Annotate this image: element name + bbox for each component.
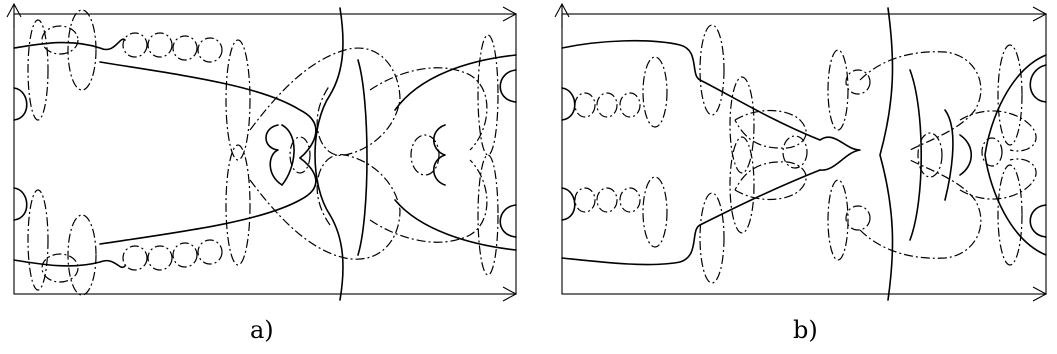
panel-a-strand <box>394 199 517 251</box>
panel-b-left-arc-bottom <box>561 187 576 221</box>
panel-a-top-arrow <box>14 6 518 22</box>
panel-b-loop <box>734 161 807 201</box>
panel-a-loop <box>147 32 173 58</box>
panel-a-strand <box>99 157 317 245</box>
panel-a-loop <box>27 189 49 291</box>
panel-a-loop <box>27 19 49 121</box>
panel-a-solid-curves <box>13 7 517 301</box>
panel-b-loop <box>859 51 982 151</box>
panel-a-loop <box>477 154 499 276</box>
panel-a-loop <box>249 47 401 156</box>
panel-b-top-arrow <box>562 6 1048 22</box>
panel-a-loop <box>410 134 440 176</box>
panel-b-loop <box>917 132 943 178</box>
panel-b-loop <box>981 137 1003 167</box>
panel-b-loop <box>827 179 849 261</box>
panel-a-ribbon <box>432 124 446 186</box>
panel-b-ribbon <box>959 134 973 176</box>
panel-a-loop <box>249 154 401 260</box>
panel-a-dashed-curves <box>27 9 499 296</box>
panel-b-loop <box>619 92 641 118</box>
panel-a-loop <box>225 144 251 266</box>
panel-b-loop <box>997 44 1023 146</box>
panel-b-strand <box>561 169 821 266</box>
panel-b-frame <box>561 13 1047 295</box>
panel-a-vertical-wave <box>314 7 344 301</box>
panel-a-loop <box>147 245 173 271</box>
panel-a-strand <box>13 38 126 51</box>
panel-a-strand <box>99 61 317 159</box>
panel-b-loop <box>574 92 596 118</box>
panel-b-loop <box>729 136 755 234</box>
panel-a-loop <box>369 67 488 151</box>
panel-b-strand <box>944 109 954 201</box>
panel-b-strand <box>909 69 923 241</box>
panel-b-solid-curves <box>561 7 1047 301</box>
panel-b-right-arc-top <box>1029 64 1047 103</box>
panel-b-ribbon <box>819 136 861 171</box>
panel-a-loop <box>225 39 251 161</box>
panel-b-strand <box>561 39 821 141</box>
panel-a-ribbon <box>265 124 283 186</box>
panel-b-loop <box>859 159 982 259</box>
panel-b-loop <box>827 49 849 131</box>
panel-b-bottom-arrow <box>562 286 1048 302</box>
panel-a-caption: a) <box>250 316 274 344</box>
panel-b-left-arc-top <box>561 87 576 121</box>
panel-a-strand <box>394 54 517 111</box>
panel-b-loop <box>729 76 755 174</box>
panel-b-loop <box>734 109 807 149</box>
panel-b-loop <box>997 164 1023 266</box>
panel-a-loop <box>289 136 311 174</box>
panel-b-loop <box>574 187 596 213</box>
panel-a-loop <box>172 35 198 61</box>
panel-b-right-arc-bottom <box>1029 204 1047 238</box>
panel-b-loop <box>619 187 641 213</box>
panel-b-loop <box>642 56 668 128</box>
panel-b-loop <box>596 187 618 213</box>
panel-b-caption: b) <box>793 316 818 344</box>
panel-b-loop <box>596 92 618 118</box>
panel-b-loop <box>845 205 871 231</box>
panel-a-loop <box>172 242 198 268</box>
panel-a-right-arc-bottom <box>499 204 517 238</box>
panel-b-loop <box>642 176 668 248</box>
panel-b-loop <box>699 24 725 116</box>
panel-a-left-arc-top <box>13 87 28 121</box>
panel-a-loop <box>67 214 97 296</box>
panel-a-frame <box>13 13 517 295</box>
panel-b-loop <box>782 135 808 169</box>
panel-a-loop <box>477 34 499 156</box>
panel-a-loop <box>41 25 79 55</box>
panel-a-loop <box>197 239 223 265</box>
panel-b-strand <box>984 54 1047 256</box>
panel-b-vertical-wave <box>879 7 894 301</box>
panel-a-loop <box>197 37 223 63</box>
panel-b <box>554 2 1048 302</box>
panel-a-strand <box>13 259 126 269</box>
panel-a-up-arrow <box>6 2 22 28</box>
panel-b-loop <box>959 110 1037 152</box>
panel-a-strand <box>357 59 368 256</box>
panel-a-right-arc-top <box>499 69 517 103</box>
panel-b-dashed-curves <box>574 24 1037 284</box>
panel-b-loop <box>845 69 871 95</box>
panel-a-loop <box>369 159 488 243</box>
panel-a-loop <box>67 9 97 91</box>
panel-b-loop <box>699 192 725 284</box>
panel-a-loop <box>122 32 148 58</box>
panel-a-bottom-arrow <box>14 286 518 302</box>
panel-a-loop <box>122 245 148 271</box>
panel-a-left-arc-bottom <box>13 187 28 221</box>
panel-a-loop <box>41 253 79 283</box>
panel-b-up-arrow <box>554 2 570 28</box>
panel-a <box>6 2 518 302</box>
panel-a-ribbon <box>281 124 295 186</box>
panel-b-loop <box>959 158 1037 200</box>
